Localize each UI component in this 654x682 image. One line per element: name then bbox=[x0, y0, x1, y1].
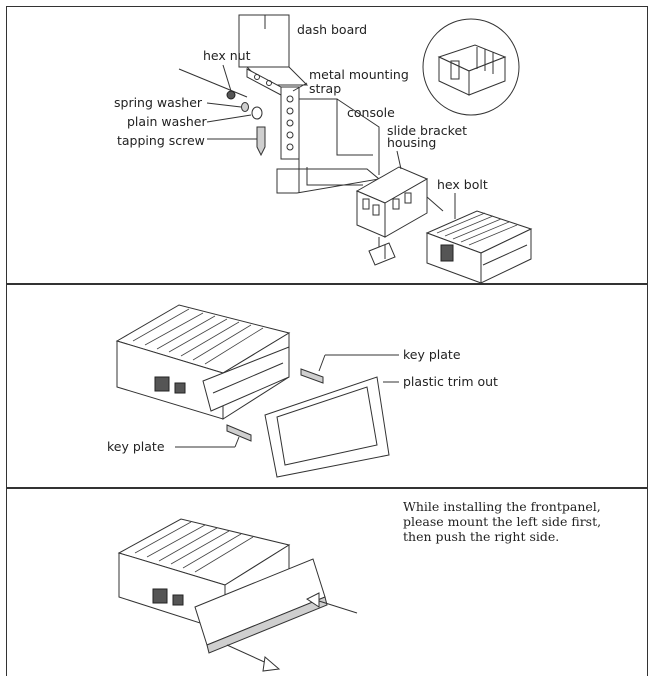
label-plain-washer: plain washer bbox=[127, 114, 207, 129]
leader-spring-washer bbox=[206, 102, 242, 108]
slide-bracket-housing-part bbox=[355, 166, 429, 266]
label-tapping-screw: tapping screw bbox=[117, 133, 205, 148]
instruction-line-1: While installing the frontpanel, bbox=[403, 499, 601, 514]
label-housing: housing bbox=[387, 135, 436, 150]
label-dash-board: dash board bbox=[297, 22, 367, 37]
label-strap: strap bbox=[309, 81, 341, 96]
leader-key-plate-left-b bbox=[234, 436, 240, 448]
panel-trim-installation: key plate plastic trim out key plate bbox=[6, 284, 648, 488]
instruction-line-3: then push the right side. bbox=[403, 529, 560, 544]
leader-strap bbox=[292, 82, 308, 92]
arrow-right-push bbox=[306, 592, 358, 614]
label-hex-bolt: hex bolt bbox=[437, 177, 488, 192]
radio-unit-part-2 bbox=[115, 304, 291, 420]
leader-plain-washer bbox=[206, 114, 252, 123]
leader-hex-nut bbox=[222, 64, 232, 92]
leader-hex-bolt-direction bbox=[426, 196, 444, 212]
label-plastic-trim-out: plastic trim out bbox=[403, 374, 498, 389]
leader-housing bbox=[396, 150, 402, 170]
plastic-trim-part bbox=[264, 376, 390, 478]
metal-mounting-strap-part bbox=[246, 68, 300, 160]
label-slide-bracket: slide bracket bbox=[387, 123, 467, 138]
connector-detail-inset bbox=[422, 18, 520, 116]
installation-instruction: While installing the frontpanel, please … bbox=[403, 499, 643, 544]
frontpanel-diagram bbox=[117, 518, 358, 672]
arrow-left-mount bbox=[226, 644, 281, 672]
leader-key-plate-right-b bbox=[318, 354, 326, 372]
console-part bbox=[276, 98, 381, 194]
key-plate-right-part bbox=[300, 368, 324, 384]
radio-unit-part bbox=[425, 210, 533, 284]
label-spring-washer: spring washer bbox=[114, 95, 203, 110]
mounting-diagram: dash board hex nut metal mounting strap … bbox=[114, 14, 533, 284]
trim-diagram: key plate plastic trim out key plate bbox=[107, 304, 498, 478]
dash-board-part bbox=[238, 14, 309, 86]
instruction-line-2: please mount the left side first, bbox=[403, 514, 602, 529]
panel-mounting-installation: dash board hex nut metal mounting strap … bbox=[6, 6, 648, 284]
panel-frontpanel-installation: While installing the frontpanel, please … bbox=[6, 488, 648, 676]
front-panel-part bbox=[194, 558, 328, 654]
label-hex-nut: hex nut bbox=[203, 48, 251, 63]
label-console: console bbox=[347, 105, 395, 120]
key-plate-left-part bbox=[226, 424, 252, 442]
fasteners-part bbox=[178, 68, 266, 157]
label-key-plate-left: key plate bbox=[107, 439, 165, 454]
label-metal-mounting: metal mounting bbox=[309, 67, 409, 82]
label-key-plate-right: key plate bbox=[403, 347, 461, 362]
